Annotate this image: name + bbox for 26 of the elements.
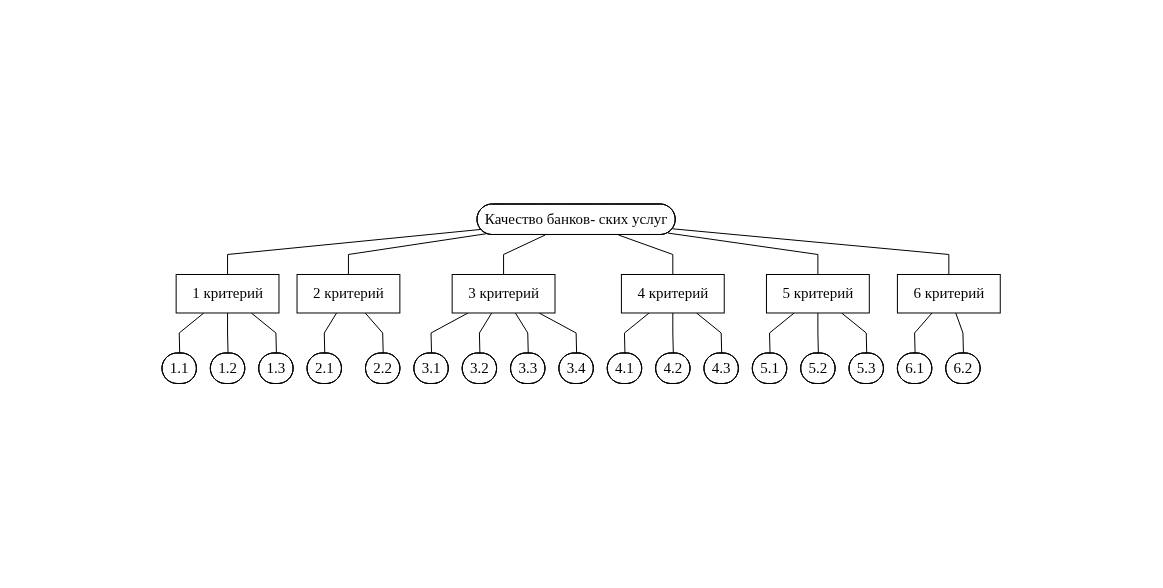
connector — [841, 312, 868, 355]
connector — [624, 312, 650, 355]
connector — [479, 312, 493, 355]
connector — [324, 312, 338, 355]
node-box: 3 критерий — [452, 274, 556, 314]
connector — [914, 312, 933, 355]
connector — [696, 312, 723, 355]
node-box: 4 критерий — [621, 274, 726, 314]
connector — [365, 312, 385, 355]
connector — [179, 312, 205, 355]
connector — [539, 312, 578, 355]
node-box: 5 критерий — [766, 274, 871, 314]
connector — [618, 234, 674, 276]
connector — [503, 234, 547, 276]
node-box: 1 критерий — [176, 274, 280, 314]
connector — [515, 312, 530, 355]
node-box: 2 критерий — [296, 274, 401, 314]
connector — [817, 312, 820, 355]
connector — [227, 229, 482, 276]
connector — [251, 312, 278, 355]
node-box: 6 критерий — [897, 274, 1002, 314]
connector — [672, 228, 950, 276]
connector — [955, 312, 965, 355]
connector — [227, 312, 229, 355]
connector — [672, 312, 675, 355]
connector — [667, 232, 819, 276]
